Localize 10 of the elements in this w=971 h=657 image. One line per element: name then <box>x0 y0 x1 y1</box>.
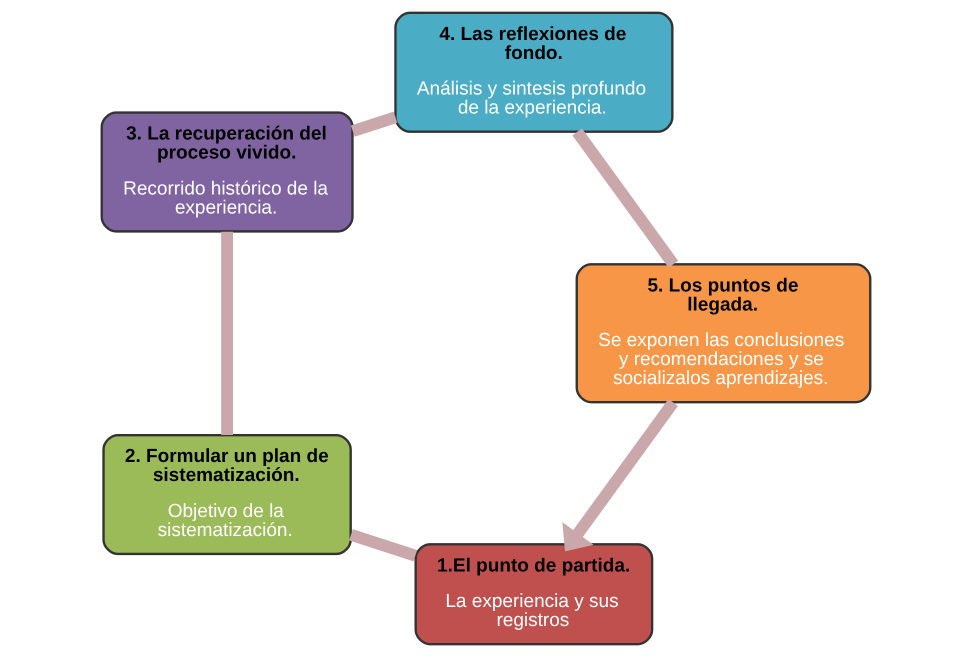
arrow <box>562 399 678 552</box>
node-box: 4. Las reflexiones de fondo. Análisis y sintesis profundo de la experiencia. <box>394 12 674 133</box>
node-box: 3. La recuperación del proceso vivido. Recorrido histórico de la experiencia. <box>100 111 354 233</box>
node-box: 2. Formular un plan de sistematización. Objetivo de la sistematización. <box>102 434 352 556</box>
node-box: 1.El punto de partida. La experiencia y sus registros <box>414 543 653 646</box>
connector <box>220 232 233 435</box>
node-box: 5. Los puntos de llegada. Se exponen las conclusiones y recomendaciones y se socializalos aprendizajes. <box>575 263 871 404</box>
connector <box>348 529 417 562</box>
connector <box>350 112 397 137</box>
connector <box>572 128 678 268</box>
